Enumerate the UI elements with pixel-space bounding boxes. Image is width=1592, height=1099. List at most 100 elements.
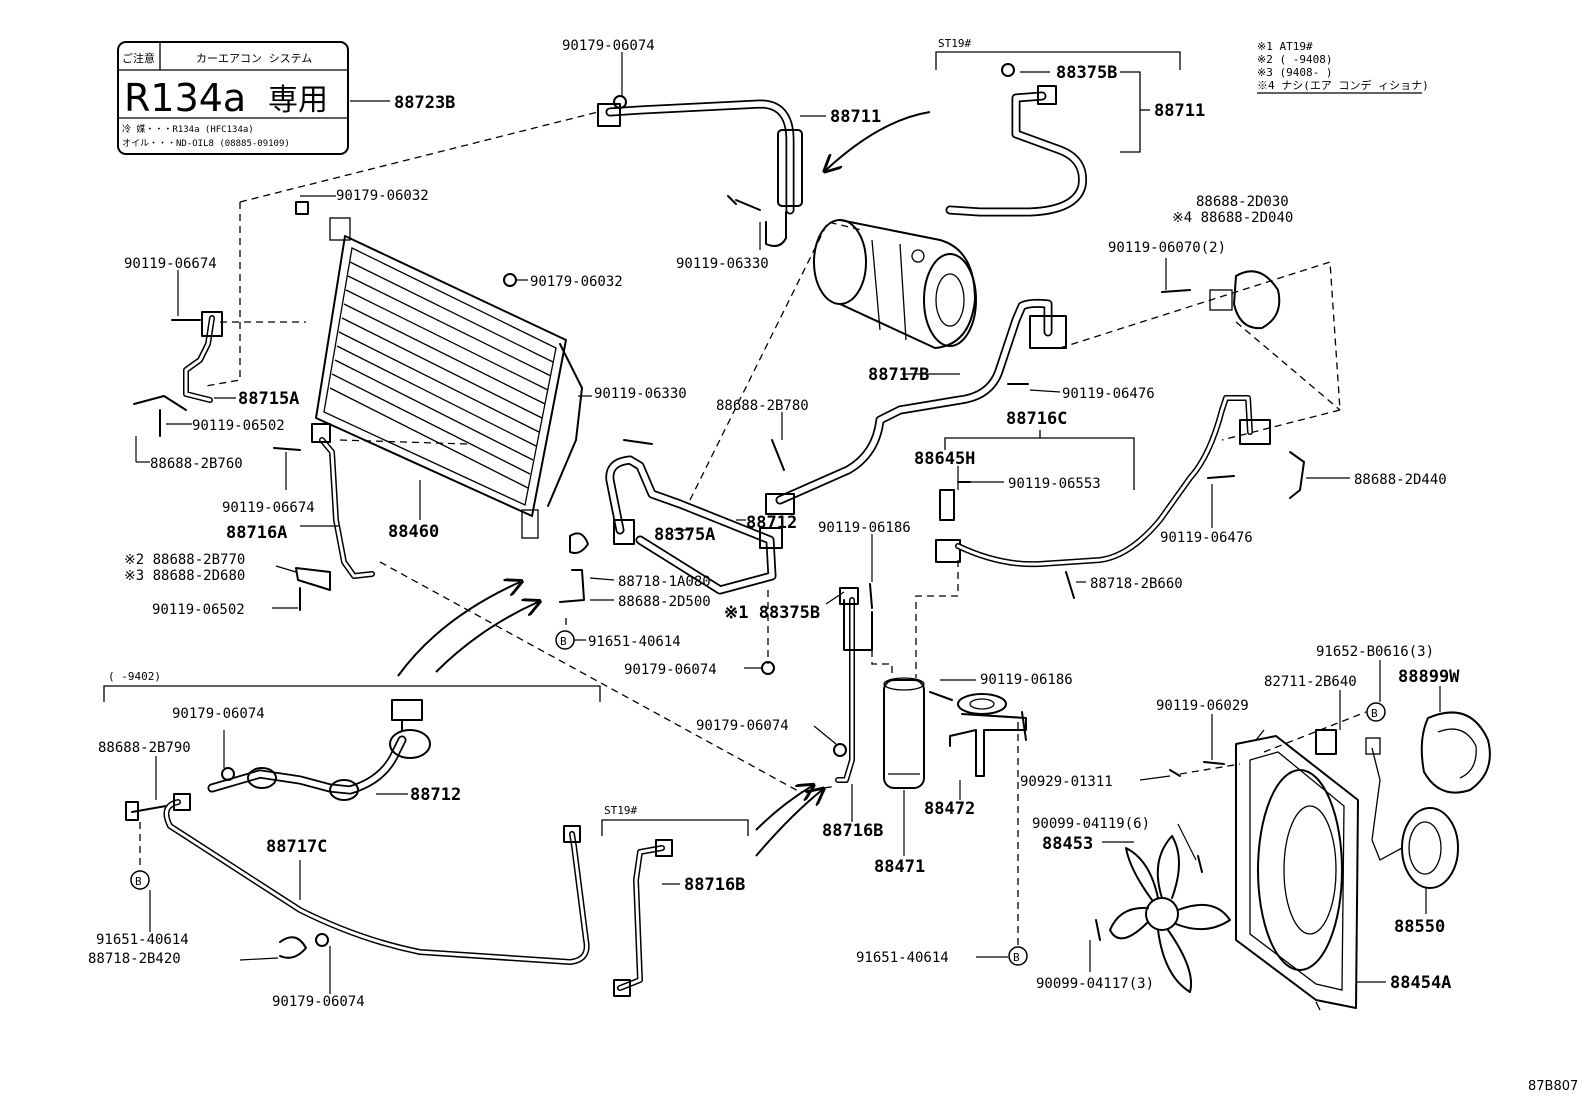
label-plate-refrigerant: R134a xyxy=(124,76,246,120)
pressure-switch xyxy=(935,489,961,563)
label-88716C: 88716C xyxy=(1006,409,1067,429)
label-88453: 88453 xyxy=(1042,834,1093,854)
label-88645H: 88645H xyxy=(914,449,975,469)
label-plate-caution: ご注意 xyxy=(122,51,155,65)
bracket-st19-top: ST19# xyxy=(935,37,1181,70)
label-90119-06186-b: 90119-06186 xyxy=(980,672,1073,688)
label-88688-2D680: ※3 88688-2D680 xyxy=(124,568,245,584)
label-88718-1A080: 88718-1A080 xyxy=(618,574,711,590)
compressor xyxy=(813,219,977,349)
b-mark-2: B xyxy=(135,875,142,888)
label-88460: 88460 xyxy=(388,522,439,542)
pipe-88712-middle xyxy=(605,455,783,595)
label-88899W: 88899W xyxy=(1398,667,1460,687)
label-90119-06502-a: 90119-06502 xyxy=(192,418,285,434)
bracket-st19-bottom-label: ST19# xyxy=(604,804,637,817)
note-4: ※4 ナシ(エア コンデ ィショナ) xyxy=(1257,78,1429,92)
label-88688-2B780: 88688-2B780 xyxy=(716,398,809,414)
label-90179-06032-a: 90179-06032 xyxy=(336,188,429,204)
label-90179-06074-e: 90179-06074 xyxy=(272,994,365,1010)
b-mark-4: B xyxy=(1371,707,1378,720)
pipe-88716B-bottom xyxy=(613,839,673,997)
label-88718-2B660: 88718-2B660 xyxy=(1090,576,1183,592)
pipe-88716A xyxy=(311,423,375,579)
label-88688-2B760: 88688-2B760 xyxy=(150,456,243,472)
bracket-range-9402-label: ( -9402) xyxy=(108,670,161,683)
label-88550: 88550 xyxy=(1394,917,1445,937)
bracket-88711-right xyxy=(1120,71,1150,153)
label-88712-a: 88712 xyxy=(746,513,797,533)
bracket-range-9402: ( -9402) xyxy=(103,670,601,702)
label-90119-06674-a: 90119-06674 xyxy=(124,256,217,272)
label-90179-06032-b: 90179-06032 xyxy=(530,274,623,290)
motor-cover xyxy=(1420,711,1491,794)
label-88723B: 88723B xyxy=(394,93,455,113)
pipe-88715A xyxy=(183,311,223,403)
b-marks: B B B B xyxy=(130,630,1386,966)
label-88688-2D030: 88688-2D030 xyxy=(1196,194,1289,210)
label-90099-04117: 90099-04117(3) xyxy=(1036,976,1154,992)
label-88711-a: 88711 xyxy=(830,107,881,127)
leader-lines xyxy=(135,52,1441,994)
label-88688-2B770: ※2 88688-2B770 xyxy=(124,552,245,568)
dryer-bracket xyxy=(949,693,1027,777)
label-90119-06070: 90119-06070(2) xyxy=(1108,240,1226,256)
diagram-reference-code: 87B807 xyxy=(1528,1079,1578,1094)
label-90119-06029: 90119-06029 xyxy=(1156,698,1249,714)
label-88472: 88472 xyxy=(924,799,975,819)
label-88712-b: 88712 xyxy=(410,785,461,805)
label-90119-06502-b: 90119-06502 xyxy=(152,602,245,618)
footnotes: ※1 AT19# ※2 ( -9408) ※3 (9408- ) ※4 ナシ(エ… xyxy=(1257,40,1429,94)
label-90179-06074-b: 90179-06074 xyxy=(624,662,717,678)
label-88688-2B790: 88688-2B790 xyxy=(98,740,191,756)
receiver-dryer xyxy=(883,677,925,789)
label-90119-06674-b: 90119-06674 xyxy=(222,500,315,516)
pipe-88711-top xyxy=(597,99,803,247)
label-88717C: 88717C xyxy=(266,837,327,857)
label-plate-system: カーエアコン システム xyxy=(196,52,312,65)
note-2: ※2 ( -9408) xyxy=(1257,53,1332,66)
label-88471: 88471 xyxy=(874,857,925,877)
bracket-st19-bottom: ST19# xyxy=(601,804,749,836)
label-91651-40614-b: 91651-40614 xyxy=(96,932,189,948)
pipe-88717B xyxy=(765,298,1067,515)
small-parts xyxy=(125,95,1337,959)
label-88717B: 88717B xyxy=(868,365,929,385)
label-88715A: 88715A xyxy=(238,389,299,409)
pipe-88711-st19 xyxy=(945,63,1088,217)
label-90119-06330-b: 90119-06330 xyxy=(594,386,687,402)
label-plate-dedicated: 専用 xyxy=(268,83,328,118)
label-88716B-b: 88716B xyxy=(684,875,745,895)
flow-arrows xyxy=(397,111,931,857)
note-3: ※3 (9408- ) xyxy=(1257,66,1332,79)
bracket-88716C xyxy=(944,430,1135,490)
label-88375A: 88375A xyxy=(654,525,715,545)
b-mark-3: B xyxy=(1013,951,1020,964)
label-88716A: 88716A xyxy=(226,523,287,543)
label-88375B-b: ※1 88375B xyxy=(724,603,820,623)
label-88716B-a: 88716B xyxy=(822,821,883,841)
label-90179-06074-a: 90179-06074 xyxy=(562,38,655,54)
thermistor-sensor xyxy=(1209,270,1281,330)
label-91651-40614-c: 91651-40614 xyxy=(856,950,949,966)
fan-shroud xyxy=(1235,729,1359,1011)
label-90119-06553: 90119-06553 xyxy=(1008,476,1101,492)
label-82711-2B640: 82711-2B640 xyxy=(1264,674,1357,690)
label-88718-2B420: 88718-2B420 xyxy=(88,951,181,967)
label-90929-01311: 90929-01311 xyxy=(1020,774,1113,790)
part-labels: 88723B 90179-06074 88711 88375B 88711 90… xyxy=(88,38,1460,1010)
label-88375B-a: 88375B xyxy=(1056,63,1117,83)
b-mark-1: B xyxy=(560,635,567,648)
refrigerant-label-plate: ご注意 カーエアコン システム R134a 専用 冷 媒・・・R134a (HF… xyxy=(117,41,390,155)
label-88454A: 88454A xyxy=(1390,973,1451,993)
label-91652-B0616: 91652-B0616(3) xyxy=(1316,644,1434,660)
fan-blades xyxy=(1109,835,1231,993)
label-88688-2D040: ※4 88688-2D040 xyxy=(1172,210,1293,226)
label-88711-b: 88711 xyxy=(1154,101,1205,121)
label-plate-refrigerant-type: 冷 媒・・・R134a (HFC134a) xyxy=(122,123,254,135)
fan-motor xyxy=(1365,737,1459,889)
dashed-lines xyxy=(139,111,1367,946)
bracket-st19-top-label: ST19# xyxy=(938,37,971,50)
condenser xyxy=(315,217,583,539)
